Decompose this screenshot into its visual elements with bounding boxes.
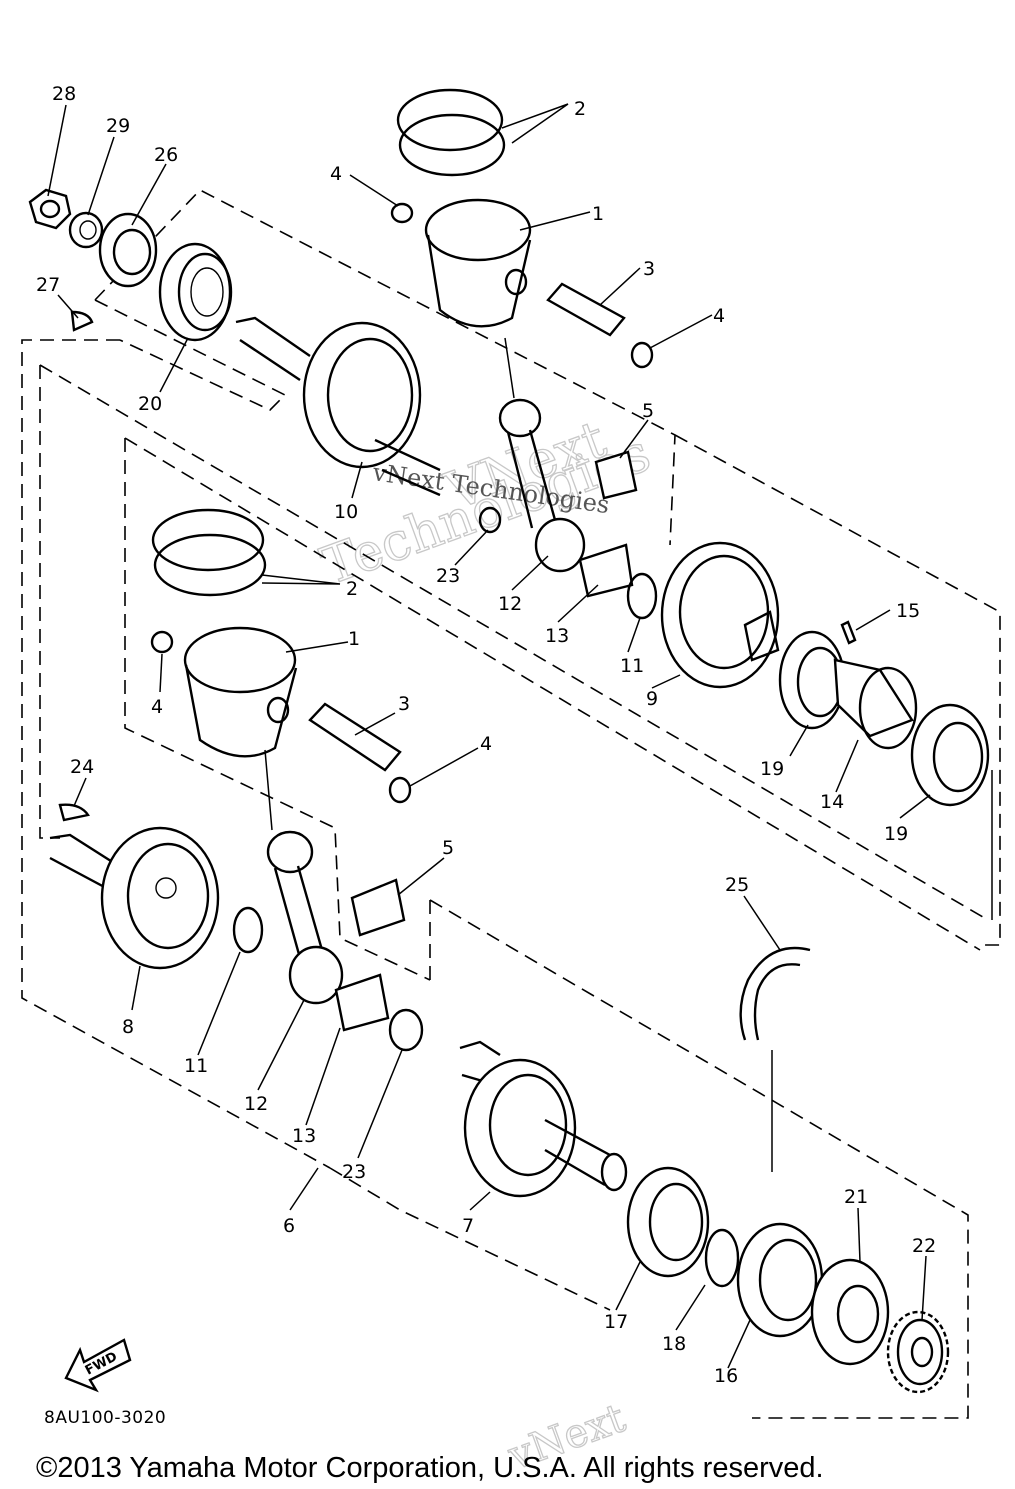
callout-13-upper: 13	[545, 625, 569, 647]
center-bearing-part-14	[833, 658, 918, 750]
bearing-part-16	[736, 1222, 824, 1338]
bearing-part-19-a	[778, 630, 846, 730]
clip-part-4-lower-a	[150, 630, 174, 654]
crank-half-part-7	[459, 1040, 628, 1198]
connecting-rod-part-12-lower	[266, 830, 344, 1005]
callout-21: 21	[844, 1186, 868, 1208]
key-part-24	[58, 803, 90, 822]
bearing-part-19-b	[910, 703, 990, 807]
crank-half-part-9	[660, 541, 780, 689]
washer-part-23-lower	[388, 1008, 424, 1052]
callout-8: 8	[122, 1016, 134, 1038]
callout-1-upper: 1	[592, 203, 604, 225]
leader-lines	[47, 103, 993, 1369]
boundary-crankshaft-inner-left	[39, 365, 60, 839]
clip-part-4-upper-a	[390, 202, 414, 224]
callout-11-upper: 11	[620, 655, 644, 677]
callout-15: 15	[896, 600, 920, 622]
callout-23-lower: 23	[342, 1161, 366, 1183]
piston-pin-part-3-upper	[546, 282, 626, 337]
callout-12-upper: 12	[498, 593, 522, 615]
callout-5-upper: 5	[642, 400, 654, 422]
boundary-diagonal-mid	[39, 364, 989, 921]
needle-bearing-part-13-upper	[578, 543, 634, 598]
nut-part-28	[28, 188, 72, 230]
callout-3-upper: 3	[643, 258, 655, 280]
callout-26: 26	[154, 144, 178, 166]
piston-part-1-upper	[424, 198, 532, 328]
boundary-upper-inner	[94, 299, 287, 411]
callout-12-lower: 12	[244, 1093, 268, 1115]
oil-seal-part-21	[810, 1258, 890, 1366]
callout-11-lower: 11	[184, 1055, 208, 1077]
callout-4-upper-b: 4	[713, 305, 725, 327]
shim-part-18	[704, 1228, 740, 1288]
piston-part-1-lower	[183, 626, 298, 758]
callout-22: 22	[912, 1235, 936, 1257]
boundary-middle-diagonal	[124, 437, 981, 951]
oil-seal-part-26	[98, 212, 158, 288]
callout-29: 29	[106, 115, 130, 137]
needle-bearing-part-5-upper	[594, 450, 638, 500]
boundary-crankshaft-left	[21, 339, 331, 1169]
parts: FWD	[28, 88, 990, 1394]
callout-24: 24	[70, 756, 94, 778]
needle-bearing-part-13-lower	[334, 973, 390, 1032]
callout-numbers: 28 29 26 27 20 2 4 1 3 4 5 10 23 12 13 1…	[36, 83, 936, 1387]
assembly-boundaries	[21, 189, 1001, 1419]
callout-18: 18	[662, 1333, 686, 1355]
washer-part-11-lower	[232, 906, 264, 954]
copyright-notice: ©2013 Yamaha Motor Corporation, U.S.A. A…	[36, 1452, 824, 1484]
callout-9: 9	[646, 688, 658, 710]
piston-pin-part-3-lower	[308, 702, 402, 772]
callout-3-lower: 3	[398, 693, 410, 715]
callout-25: 25	[725, 874, 749, 896]
crank-half-part-10	[235, 316, 441, 497]
callout-27: 27	[36, 274, 60, 296]
callout-23-upper: 23	[436, 565, 460, 587]
forward-arrow-icon: FWD	[64, 1338, 132, 1393]
bearing-part-20	[158, 242, 233, 342]
dowel-pin-part-15	[840, 620, 857, 645]
callout-4-lower-a: 4	[151, 696, 163, 718]
callout-2-upper: 2	[574, 98, 586, 120]
callout-1-lower: 1	[348, 628, 360, 650]
needle-bearing-part-5-lower	[350, 878, 406, 937]
connecting-rod-part-12-upper	[498, 398, 586, 573]
callout-19-b: 19	[884, 823, 908, 845]
boundary-middle-box	[124, 438, 431, 981]
callout-6: 6	[283, 1215, 295, 1237]
callout-5-lower: 5	[442, 837, 454, 859]
callout-20: 20	[138, 393, 162, 415]
boundary-bottom	[329, 1167, 611, 1311]
callout-2-lower: 2	[346, 578, 358, 600]
crank-half-part-8	[49, 826, 220, 970]
washer-part-23-upper	[478, 506, 502, 534]
diagram-code: 8AU100-3020	[44, 1408, 167, 1428]
gear-part-22	[886, 1310, 950, 1394]
boundary-lower-right	[429, 899, 969, 1419]
circlip-part-25	[739, 946, 811, 1041]
callout-16: 16	[714, 1365, 738, 1387]
callout-28: 28	[52, 83, 76, 105]
callout-17: 17	[604, 1311, 628, 1333]
callout-14: 14	[820, 791, 844, 813]
callout-19-a: 19	[760, 758, 784, 780]
callout-7: 7	[462, 1215, 474, 1237]
callout-13-lower: 13	[292, 1125, 316, 1147]
callout-4-upper-a: 4	[330, 163, 342, 185]
clip-part-4-lower-b	[388, 776, 412, 804]
clip-part-4-upper-b	[630, 341, 654, 369]
lock-washer-part-29	[68, 211, 104, 249]
callout-4-lower-b: 4	[480, 733, 492, 755]
bearing-part-17	[626, 1166, 710, 1278]
piston-rings-part-2-lower	[151, 508, 267, 597]
piston-rings-part-2-upper	[396, 88, 506, 177]
callout-10: 10	[334, 501, 358, 523]
washer-part-11-upper	[626, 572, 658, 620]
